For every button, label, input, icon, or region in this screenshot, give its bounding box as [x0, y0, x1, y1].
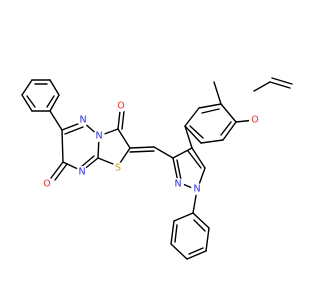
atom-label-background [249, 114, 261, 126]
atom-n-n4: N [172, 178, 184, 190]
atom-o-o3: O [249, 114, 261, 126]
atom-n-n2: N [76, 166, 88, 178]
atom-o-o2: O [41, 178, 53, 190]
atom-label: S [115, 163, 121, 174]
atom-label: N [95, 131, 102, 142]
atom-label: N [193, 184, 200, 195]
atom-label-background [172, 178, 184, 190]
atom-n-n5: N [93, 130, 105, 142]
atom-label: N [78, 167, 85, 178]
atom-label-background [77, 114, 89, 126]
atom-label: N [174, 179, 181, 190]
atom-label: O [251, 115, 258, 126]
bond-lines [21, 77, 293, 260]
atom-label-background [115, 100, 127, 112]
atom-label: N [79, 115, 86, 126]
atom-label-background [191, 183, 203, 195]
atom-label: O [43, 179, 50, 190]
atom-label-background [41, 178, 53, 190]
atom-n-n1: N [77, 114, 89, 126]
atom-label-background [93, 130, 105, 142]
atom-o-o1: O [115, 100, 127, 112]
atom-label-background [76, 166, 88, 178]
atom-n-n3: N [191, 183, 203, 195]
atom-s-s1: S [112, 162, 124, 174]
atom-label-background [112, 162, 124, 174]
atom-label: O [117, 101, 124, 112]
